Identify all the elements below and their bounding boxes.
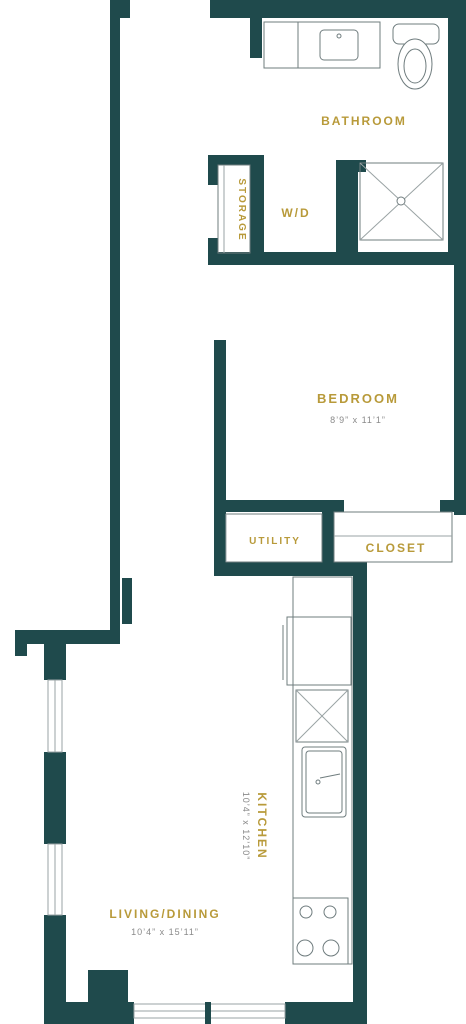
bathroom-fixtures bbox=[263, 21, 444, 241]
walls bbox=[15, 0, 466, 1024]
bathroom-label: BATHROOM bbox=[321, 114, 407, 128]
kitchen-fixtures bbox=[282, 576, 353, 965]
closet-label: CLOSET bbox=[366, 541, 427, 555]
living-label: LIVING/DINING bbox=[109, 907, 220, 921]
bedroom-dims: 8’9” x 11’1” bbox=[330, 415, 386, 425]
storage-label: STORAGE bbox=[236, 178, 247, 241]
windows bbox=[47, 679, 286, 1024]
wd-label: W/D bbox=[281, 206, 310, 220]
kitchen-dims: 10’4” x 12’10” bbox=[241, 792, 251, 861]
bedroom-label: BEDROOM bbox=[317, 391, 399, 406]
utility-label: UTILITY bbox=[249, 536, 301, 547]
utility-closet-fixtures bbox=[225, 511, 453, 563]
storage-wd-fixtures bbox=[217, 164, 251, 254]
living-dims: 10’4” x 15’11” bbox=[131, 927, 199, 937]
kitchen-label: KITCHEN bbox=[255, 792, 269, 859]
